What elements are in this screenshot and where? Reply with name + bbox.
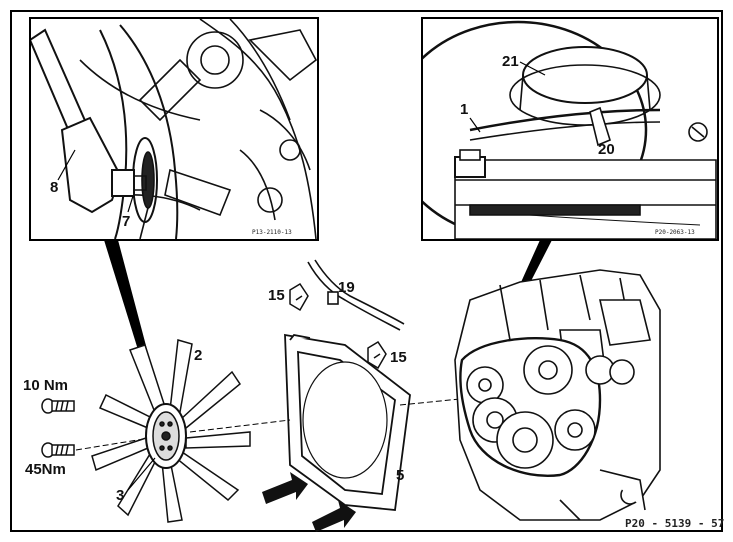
ref-main-figure: P20 - 5139 - 57 xyxy=(625,517,724,530)
hose-19 xyxy=(307,259,405,331)
callout-15-upper: 15 xyxy=(268,287,285,304)
inset-belt-detail: 21 1 20 P20-2063-13 xyxy=(421,17,719,241)
torque-45nm-label: 45Nm xyxy=(25,461,66,478)
callout-5: 5 xyxy=(396,467,404,484)
callout-8: 8 xyxy=(50,179,58,196)
callout-2: 2 xyxy=(194,347,202,364)
torque-10nm-label: 10 Nm xyxy=(23,377,68,394)
fan-shroud xyxy=(284,333,411,511)
callout-1: 1 xyxy=(460,101,468,118)
ref-inset-right: P20-2063-13 xyxy=(655,229,695,236)
fan-assembly xyxy=(91,339,251,523)
bolt-10nm xyxy=(41,398,75,414)
inset-fan-removal-tool: 8 7 P13-2110-13 xyxy=(29,17,319,241)
callout-20: 20 xyxy=(598,141,615,158)
callout-7: 7 xyxy=(122,213,130,230)
engine-front xyxy=(454,269,661,521)
callout-15-lower: 15 xyxy=(390,349,407,366)
clip-15-upper xyxy=(289,282,309,312)
bolt-45nm xyxy=(41,442,75,458)
outer-frame xyxy=(10,10,723,532)
callout-3: 3 xyxy=(116,487,124,504)
callout-19: 19 xyxy=(338,279,355,296)
callout-21: 21 xyxy=(502,53,519,70)
bolt-axis-line xyxy=(75,437,151,451)
install-arrow-upper xyxy=(262,472,308,504)
install-arrow-lower xyxy=(312,500,356,532)
ref-inset-left: P13-2110-13 xyxy=(252,229,292,236)
clip-15-lower xyxy=(367,340,387,370)
